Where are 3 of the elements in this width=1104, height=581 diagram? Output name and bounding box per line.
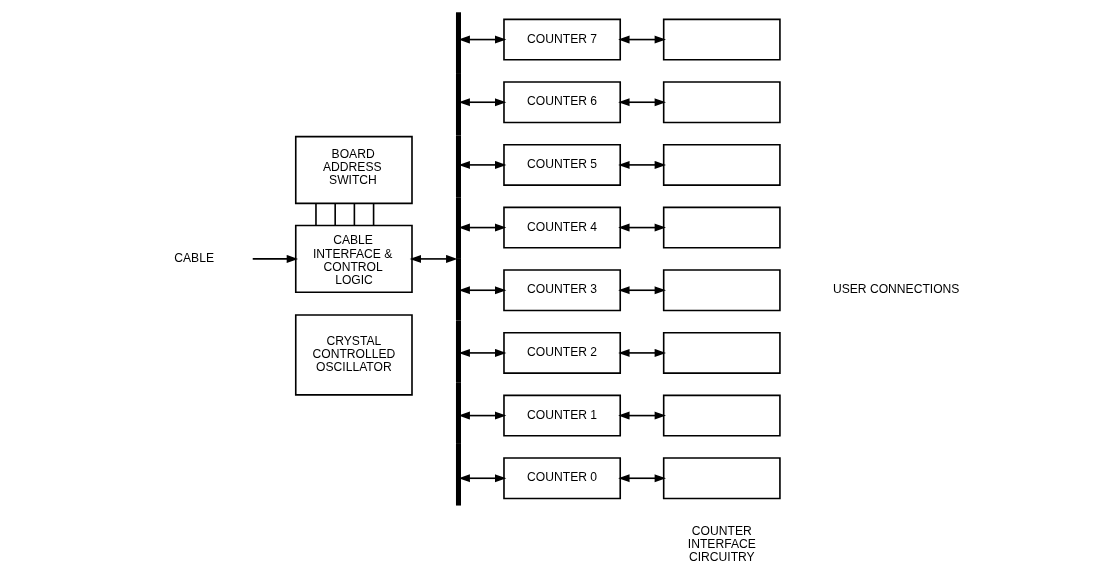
node-label: COUNTER INTERFACE CIRCUITRY	[687, 523, 756, 565]
node-text: CABLE	[173, 251, 214, 266]
label: USER CONNECTIONS	[832, 282, 959, 297]
